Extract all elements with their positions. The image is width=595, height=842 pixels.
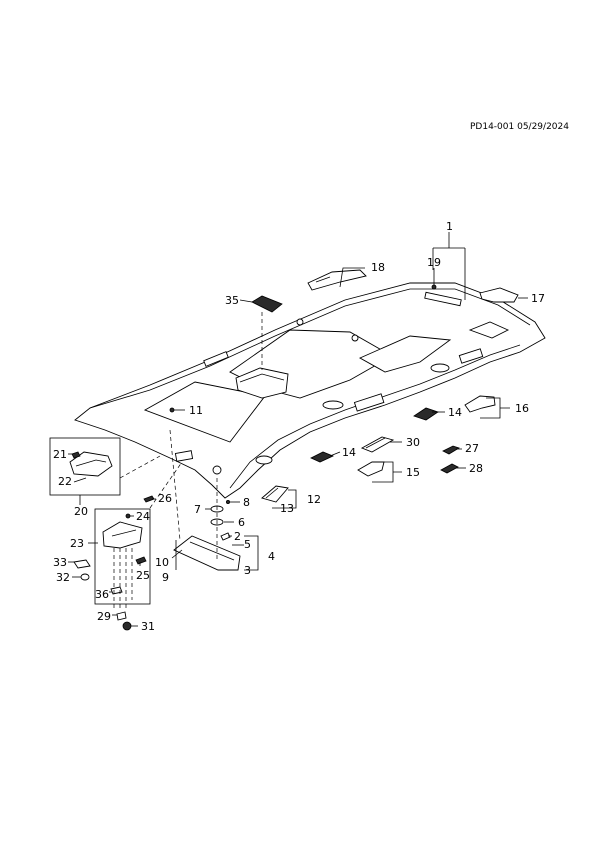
- part-25: [135, 556, 147, 565]
- overhead-console-23: [94, 508, 151, 605]
- rear-bracket-17: [479, 287, 519, 303]
- callout-12: 12: [307, 493, 321, 506]
- coat-hook-15: [357, 461, 385, 477]
- roof-console-light-35: [251, 295, 283, 313]
- reading-light-14-upper: [413, 407, 439, 421]
- callout-2: 2: [234, 530, 241, 543]
- callout-19: 19: [427, 256, 441, 269]
- callout-27: 27: [465, 442, 479, 455]
- callout-26: 26: [158, 492, 172, 505]
- callout-35: 35: [225, 294, 239, 307]
- callout-24: 24: [136, 510, 150, 523]
- clip-28: [440, 463, 459, 474]
- callout-8: 8: [243, 496, 250, 509]
- callout-1: 1: [446, 220, 453, 233]
- callout-3: 3: [244, 564, 251, 577]
- sun-visor-3: [173, 535, 241, 571]
- callout-30: 30: [406, 436, 420, 449]
- document-code-date: PD14-001 05/29/2024: [470, 122, 569, 132]
- part-32: [80, 573, 90, 581]
- callout-6: 6: [238, 516, 245, 529]
- callout-7: 7: [194, 503, 201, 516]
- callout-labels: 1 19 18 17 35 11 14 16 30 14 27 15 28 21…: [53, 220, 545, 633]
- callout-9: 9: [162, 571, 169, 584]
- part-29: [116, 611, 127, 621]
- callout-11: 11: [189, 404, 203, 417]
- callout-33: 33: [53, 556, 67, 569]
- callout-18: 18: [371, 261, 385, 274]
- part-31: [122, 621, 132, 631]
- callout-32: 32: [56, 571, 70, 584]
- callout-4: 4: [268, 550, 275, 563]
- callout-20: 20: [74, 505, 88, 518]
- callout-13: 13: [280, 502, 294, 515]
- rear-trim-18: [307, 269, 367, 291]
- callout-14-lower: 14: [342, 446, 356, 459]
- callout-25: 25: [136, 569, 150, 582]
- part-33: [73, 559, 91, 569]
- reading-light-14-lower: [310, 451, 335, 463]
- callout-22: 22: [58, 475, 72, 488]
- callout-5: 5: [244, 538, 251, 551]
- overhead-console-20: [49, 437, 121, 496]
- callout-23: 23: [70, 537, 84, 550]
- part-21: [71, 451, 81, 459]
- callout-36: 36: [95, 588, 109, 601]
- clip-27: [442, 445, 460, 455]
- callout-31: 31: [141, 620, 155, 633]
- part-2: [220, 532, 231, 541]
- callout-10: 10: [155, 556, 169, 569]
- callout-21: 21: [53, 448, 67, 461]
- grab-handle-12: [261, 485, 289, 503]
- callout-28: 28: [469, 462, 483, 475]
- grab-handle-16: [464, 395, 496, 413]
- grab-handle-30: [360, 436, 395, 453]
- part-8: [225, 499, 230, 504]
- leader-lines: [68, 232, 528, 627]
- callout-17: 17: [531, 292, 545, 305]
- headliner-panel: [74, 282, 546, 499]
- sunroof-marker-11: [169, 407, 175, 413]
- callout-14-upper: 14: [448, 406, 462, 419]
- callout-15: 15: [406, 466, 420, 479]
- clip-19: [431, 284, 437, 290]
- callout-29: 29: [97, 610, 111, 623]
- callout-16: 16: [515, 402, 529, 415]
- part-24: [125, 513, 131, 519]
